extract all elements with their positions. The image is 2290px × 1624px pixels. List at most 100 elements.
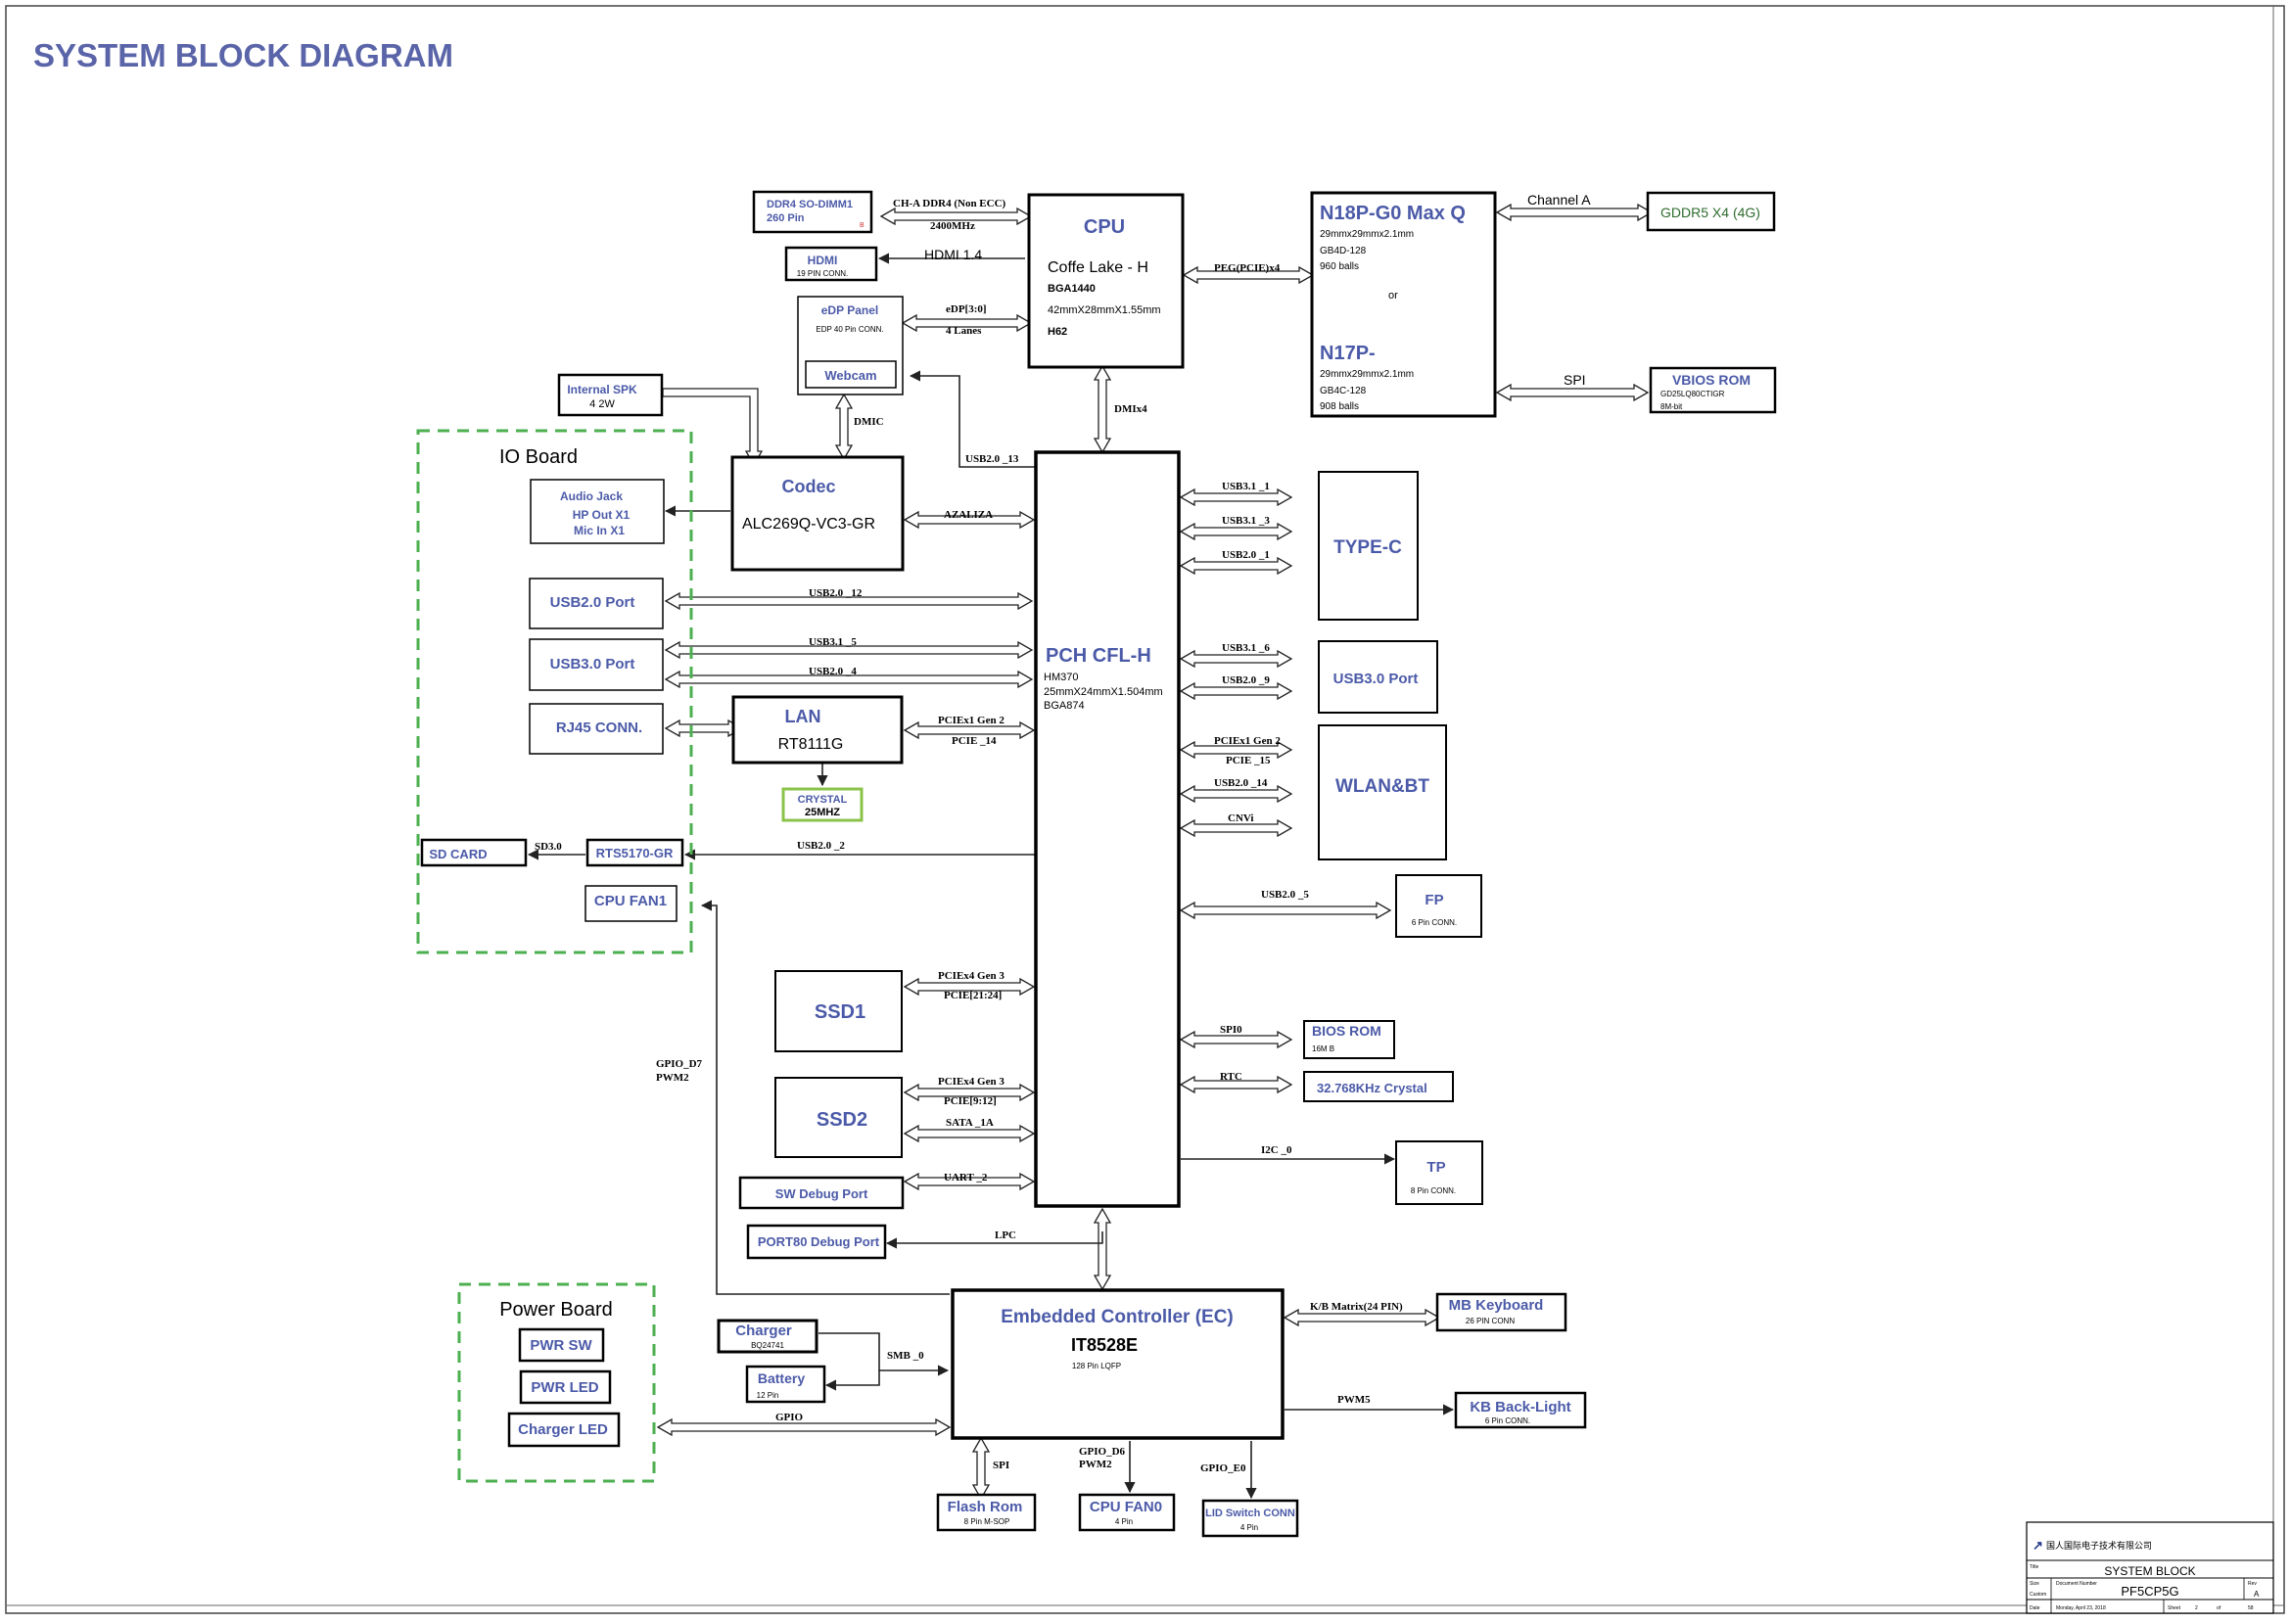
sd-card-label: SD CARD: [429, 847, 487, 861]
ddr4-pins: 260 Pin: [767, 212, 805, 224]
kb-matrix-label: K/B Matrix(24 PIN): [1310, 1301, 1403, 1313]
tb-title-label: Title: [2030, 1564, 2038, 1570]
gpio-label: GPIO: [775, 1412, 804, 1423]
title-block: ↗ 国人国际电子技术有限公司 Title SYSTEM BLOCK Size C…: [2026, 1521, 2274, 1614]
power-board-label: Power Board: [499, 1299, 613, 1321]
sata-label: SATA _1A: [946, 1117, 994, 1129]
spk-label: Internal SPK: [567, 383, 637, 396]
cpu-package: BGA1440: [1048, 283, 1096, 295]
codec-title: Codec: [781, 477, 835, 496]
ssd1-signal2: PCIE[21:24]: [944, 990, 1002, 1001]
usb20-2-label: USB2.0 _2: [797, 840, 845, 852]
flash-rom-sub: 8 Pin M-SOP: [964, 1517, 1010, 1526]
spi0-label: SPI0: [1220, 1024, 1242, 1036]
ddr4-mark: B: [860, 222, 865, 229]
cpu-name: Coffe Lake - H: [1048, 259, 1148, 276]
usb20-5-label: USB2.0 _5: [1261, 889, 1309, 901]
vbios-block: VBIOS ROM GD25LQ80CTIGR 8M-bit SPI: [1564, 366, 1777, 414]
usb12-label: USB2.0 _12: [809, 587, 863, 599]
gpio-d6-label: GPIO_D6: [1079, 1446, 1126, 1458]
pwm2-label-a: PWM2: [656, 1072, 689, 1084]
tb-custom-label: Custom: [2030, 1592, 2046, 1598]
ec-sub: 128 Pin LQFP: [1072, 1362, 1121, 1370]
cpu-chipset: H62: [1048, 326, 1067, 338]
channel-a-label: Channel A: [1527, 192, 1591, 208]
tp-sub: 8 Pin CONN.: [1411, 1186, 1456, 1195]
ssd1-block: SSD1 PCIEx4 Gen 3 PCIE[21:24]: [774, 970, 1005, 1052]
lan-signal2: PCIE _14: [952, 735, 997, 747]
io-board: IO Board Audio Jack HP Out X1 Mic In X1 …: [416, 429, 693, 954]
peg-label: PEG(PCIE)x4: [1214, 262, 1281, 274]
vbios-title: VBIOS ROM: [1672, 372, 1751, 388]
doc-rev: A: [2254, 1590, 2260, 1599]
bios-title: BIOS ROM: [1312, 1023, 1381, 1039]
hdmi-title: HDMI: [808, 254, 838, 267]
pch-title: PCH CFL-H: [1046, 645, 1151, 667]
edp-sub: EDP 40 Pin CONN.: [816, 325, 883, 334]
ssd2-signal1: PCIEx4 Gen 3: [938, 1076, 1005, 1088]
ddr-channel-label: CH-A DDR4 (Non ECC): [893, 198, 1006, 209]
gpu-line6: 908 balls: [1320, 401, 1359, 412]
crystal25-freq: 25MHZ: [805, 807, 840, 818]
smb-label: SMB _0: [887, 1350, 924, 1362]
codec-name: ALC269Q-VC3-GR: [742, 516, 875, 533]
charger-sub: BQ24741: [751, 1341, 784, 1350]
ec-title: Embedded Controller (EC): [1001, 1307, 1234, 1327]
azalia-label: AZALIZA: [944, 509, 993, 521]
page-title: SYSTEM BLOCK DIAGRAM: [33, 37, 453, 73]
tb-rev-label: Rev: [2248, 1581, 2257, 1587]
doc-date: Monday, April 23, 2018: [2056, 1605, 2106, 1611]
ddr-speed-label: 2400MHz: [930, 220, 975, 232]
ssd2-label: SSD2: [817, 1109, 867, 1131]
audio-jack-hp: HP Out X1: [573, 508, 631, 522]
bios-block: BIOS ROM 16M B SPI0: [1220, 1020, 1395, 1059]
fp-title: FP: [1425, 892, 1443, 908]
vbios-line2: 8M-bit: [1660, 402, 1683, 411]
ec-name: IT8528E: [1071, 1335, 1138, 1355]
port80-label: PORT80 Debug Port: [758, 1234, 880, 1249]
uart-label: UART _2: [944, 1172, 988, 1183]
gpu-line3: 960 balls: [1320, 261, 1359, 272]
usb30-right-block: USB3.0 Port USB3.1 _6 USB2.0 _9: [1222, 640, 1438, 714]
wlan-signal2: PCIE _15: [1226, 755, 1271, 766]
charger-block: Charger BQ24741: [717, 1319, 818, 1354]
bios-sub: 16M B: [1312, 1044, 1334, 1053]
battery-title: Battery: [758, 1370, 805, 1386]
hdmi-sub: 19 PIN CONN.: [797, 269, 848, 278]
gpio-d7-label: GPIO_D7: [656, 1058, 703, 1070]
kb-backlight-title: KB Back-Light: [1470, 1399, 1570, 1415]
usb31-3-label: USB3.1 _3: [1222, 515, 1270, 527]
lid-switch-block: LID Switch CONN 4 Pin GPIO_E0: [1200, 1462, 1299, 1538]
sw-debug-block: SW Debug Port UART _2: [738, 1172, 988, 1210]
ssd2-block: SSD2 PCIEx4 Gen 3 PCIE[9:12] SATA _1A: [774, 1076, 1005, 1158]
typec-label: TYPE-C: [1333, 537, 1402, 558]
pwm5-label: PWM5: [1337, 1394, 1371, 1406]
gpu-line5: GB4C-128: [1320, 386, 1367, 396]
crystal25-label: CRYSTAL: [798, 794, 848, 806]
dmi-label: DMIx4: [1114, 403, 1147, 415]
company-logo-icon: ↗: [2033, 1538, 2043, 1553]
wlan-signal4: CNVi: [1228, 812, 1253, 824]
cpu-fan0-sub: 4 Pin: [1115, 1517, 1133, 1526]
lid-title: LID Switch CONN: [1205, 1508, 1295, 1519]
dmic-label: DMIC: [854, 416, 884, 428]
gpu-title1: N18P-G0 Max Q: [1320, 203, 1466, 224]
gpu-line2: GB4D-128: [1320, 246, 1367, 256]
gpu-or: or: [1388, 290, 1398, 302]
usb20-9-label: USB2.0 _9: [1222, 674, 1270, 686]
kb-backlight-block: KB Back-Light 6 Pin CONN. PWM5: [1337, 1391, 1587, 1429]
typec-block: TYPE-C USB3.1 _1 USB3.1 _3 USB2.0 _1: [1222, 471, 1419, 621]
battery-block: Battery 12 Pin: [745, 1365, 826, 1404]
charger-led-label: Charger LED: [518, 1421, 608, 1438]
cpu-fan0-title: CPU FAN0: [1090, 1499, 1162, 1515]
usb30-port-left: USB3.0 Port: [550, 656, 635, 673]
power-board: Power Board PWR SW PWR LED Charger LED: [457, 1282, 656, 1483]
hdmi-signal: HDMI 1.4: [924, 247, 982, 262]
pwr-led-label: PWR LED: [531, 1379, 598, 1396]
edp-signal1: eDP[3:0]: [946, 303, 987, 315]
cpu-size: 42mmX28mmX1.55mm: [1048, 304, 1161, 316]
sheet-total: 58: [2248, 1605, 2254, 1611]
port80-block: PORT80 Debug Port LPC: [746, 1224, 1016, 1260]
pch-block: PCH CFL-H HM370 25mmX24mmX1.504mm BGA874: [1034, 450, 1181, 1208]
ssd1-signal1: PCIEx4 Gen 3: [938, 970, 1005, 982]
